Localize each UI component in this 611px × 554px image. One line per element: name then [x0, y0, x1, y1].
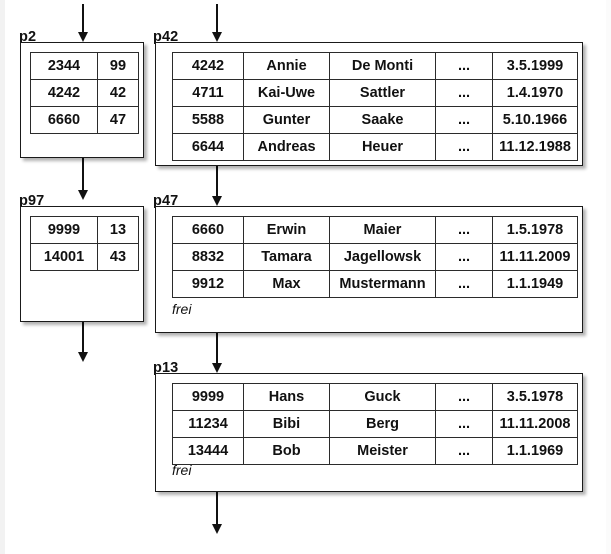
- record-id-cell: 11234: [172, 410, 244, 438]
- record-date-cell: 11.11.2008: [492, 410, 578, 438]
- data-table-p13: 9999 Hans Guck ... 3.5.1978 11234 Bibi B…: [172, 383, 578, 465]
- index-pointer-cell: 47: [97, 106, 139, 134]
- record-first-cell: Erwin: [243, 216, 330, 244]
- record-more-cell: ...: [435, 270, 493, 298]
- record-id-cell: 5588: [172, 106, 244, 134]
- record-last-cell: Saake: [329, 106, 436, 134]
- data-table-p47: 6660 Erwin Maier ... 1.5.1978 8832 Tamar…: [172, 216, 578, 298]
- table-row[interactable]: 6660 Erwin Maier ... 1.5.1978: [172, 216, 578, 244]
- record-date-cell: 11.12.1988: [492, 133, 578, 161]
- record-first-cell: Max: [243, 270, 330, 298]
- index-table-p97: 9999 13 14001 43: [30, 216, 139, 271]
- record-first-cell: Gunter: [243, 106, 330, 134]
- record-last-cell: Meister: [329, 437, 436, 465]
- page-label-p47: p47: [153, 193, 179, 209]
- record-first-cell: Tamara: [243, 243, 330, 271]
- index-pointer-cell: 13: [97, 216, 139, 244]
- record-date-cell: 1.4.1970: [492, 79, 578, 107]
- record-last-cell: Heuer: [329, 133, 436, 161]
- record-date-cell: 1.1.1949: [492, 270, 578, 298]
- record-id-cell: 4242: [172, 52, 244, 80]
- table-row[interactable]: 13444 Bob Meister ... 1.1.1969: [172, 437, 578, 465]
- record-last-cell: Sattler: [329, 79, 436, 107]
- table-row[interactable]: 8832 Tamara Jagellowsk ... 11.11.2009: [172, 243, 578, 271]
- index-key-cell: 2344: [30, 52, 98, 80]
- record-date-cell: 1.1.1969: [492, 437, 578, 465]
- table-row[interactable]: 5588 Gunter Saake ... 5.10.1966: [172, 106, 578, 134]
- index-page-p97[interactable]: 9999 13 14001 43: [20, 206, 144, 322]
- record-more-cell: ...: [435, 106, 493, 134]
- record-more-cell: ...: [435, 133, 493, 161]
- record-more-cell: ...: [435, 437, 493, 465]
- index-table-p2: 2344 99 4242 42 6660 47: [30, 52, 139, 134]
- record-date-cell: 1.5.1978: [492, 216, 578, 244]
- record-id-cell: 8832: [172, 243, 244, 271]
- data-page-p42[interactable]: 4242 Annie De Monti ... 3.5.1999 4711 Ka…: [155, 42, 583, 166]
- index-pointer-cell: 99: [97, 52, 139, 80]
- table-row[interactable]: 6644 Andreas Heuer ... 11.12.1988: [172, 133, 578, 161]
- index-key-cell: 4242: [30, 79, 98, 107]
- page-label-p97: p97: [19, 193, 45, 209]
- record-first-cell: Kai-Uwe: [243, 79, 330, 107]
- record-more-cell: ...: [435, 383, 493, 411]
- data-page-p13[interactable]: 9999 Hans Guck ... 3.5.1978 11234 Bibi B…: [155, 373, 583, 492]
- record-date-cell: 3.5.1999: [492, 52, 578, 80]
- index-page-p2[interactable]: 2344 99 4242 42 6660 47: [20, 42, 144, 158]
- index-pointer-cell: 43: [97, 243, 139, 271]
- record-more-cell: ...: [435, 79, 493, 107]
- record-id-cell: 13444: [172, 437, 244, 465]
- data-table-p42: 4242 Annie De Monti ... 3.5.1999 4711 Ka…: [172, 52, 578, 161]
- record-last-cell: Mustermann: [329, 270, 436, 298]
- record-first-cell: Andreas: [243, 133, 330, 161]
- record-last-cell: Jagellowsk: [329, 243, 436, 271]
- table-row[interactable]: 6660 47: [30, 106, 139, 134]
- index-key-cell: 6660: [30, 106, 98, 134]
- table-row[interactable]: 9999 13: [30, 216, 139, 244]
- record-more-cell: ...: [435, 52, 493, 80]
- right-edge-strip: [606, 0, 611, 554]
- table-row[interactable]: 2344 99: [30, 52, 139, 80]
- index-key-cell: 9999: [30, 216, 98, 244]
- data-page-p47[interactable]: 6660 Erwin Maier ... 1.5.1978 8832 Tamar…: [155, 206, 583, 333]
- table-row[interactable]: 9912 Max Mustermann ... 1.1.1949: [172, 270, 578, 298]
- record-first-cell: Hans: [243, 383, 330, 411]
- record-date-cell: 5.10.1966: [492, 106, 578, 134]
- record-first-cell: Annie: [243, 52, 330, 80]
- record-id-cell: 9999: [172, 383, 244, 411]
- page-label-p13: p13: [153, 360, 179, 376]
- record-first-cell: Bob: [243, 437, 330, 465]
- record-date-cell: 3.5.1978: [492, 383, 578, 411]
- table-row[interactable]: 14001 43: [30, 243, 139, 271]
- record-last-cell: Maier: [329, 216, 436, 244]
- free-space-label-p13: frei: [172, 462, 192, 478]
- page-label-p42: p42: [153, 29, 179, 45]
- table-row[interactable]: 4711 Kai-Uwe Sattler ... 1.4.1970: [172, 79, 578, 107]
- record-more-cell: ...: [435, 410, 493, 438]
- record-id-cell: 9912: [172, 270, 244, 298]
- record-last-cell: Guck: [329, 383, 436, 411]
- record-id-cell: 4711: [172, 79, 244, 107]
- record-date-cell: 11.11.2009: [492, 243, 578, 271]
- free-space-label-p47: frei: [172, 301, 192, 317]
- record-id-cell: 6660: [172, 216, 244, 244]
- left-edge-strip: [0, 0, 5, 554]
- index-pointer-cell: 42: [97, 79, 139, 107]
- record-more-cell: ...: [435, 216, 493, 244]
- record-last-cell: De Monti: [329, 52, 436, 80]
- record-first-cell: Bibi: [243, 410, 330, 438]
- table-row[interactable]: 11234 Bibi Berg ... 11.11.2008: [172, 410, 578, 438]
- record-more-cell: ...: [435, 243, 493, 271]
- table-row[interactable]: 4242 Annie De Monti ... 3.5.1999: [172, 52, 578, 80]
- page-label-p2: p2: [19, 29, 37, 45]
- table-row[interactable]: 9999 Hans Guck ... 3.5.1978: [172, 383, 578, 411]
- record-last-cell: Berg: [329, 410, 436, 438]
- table-row[interactable]: 4242 42: [30, 79, 139, 107]
- record-id-cell: 6644: [172, 133, 244, 161]
- index-key-cell: 14001: [30, 243, 98, 271]
